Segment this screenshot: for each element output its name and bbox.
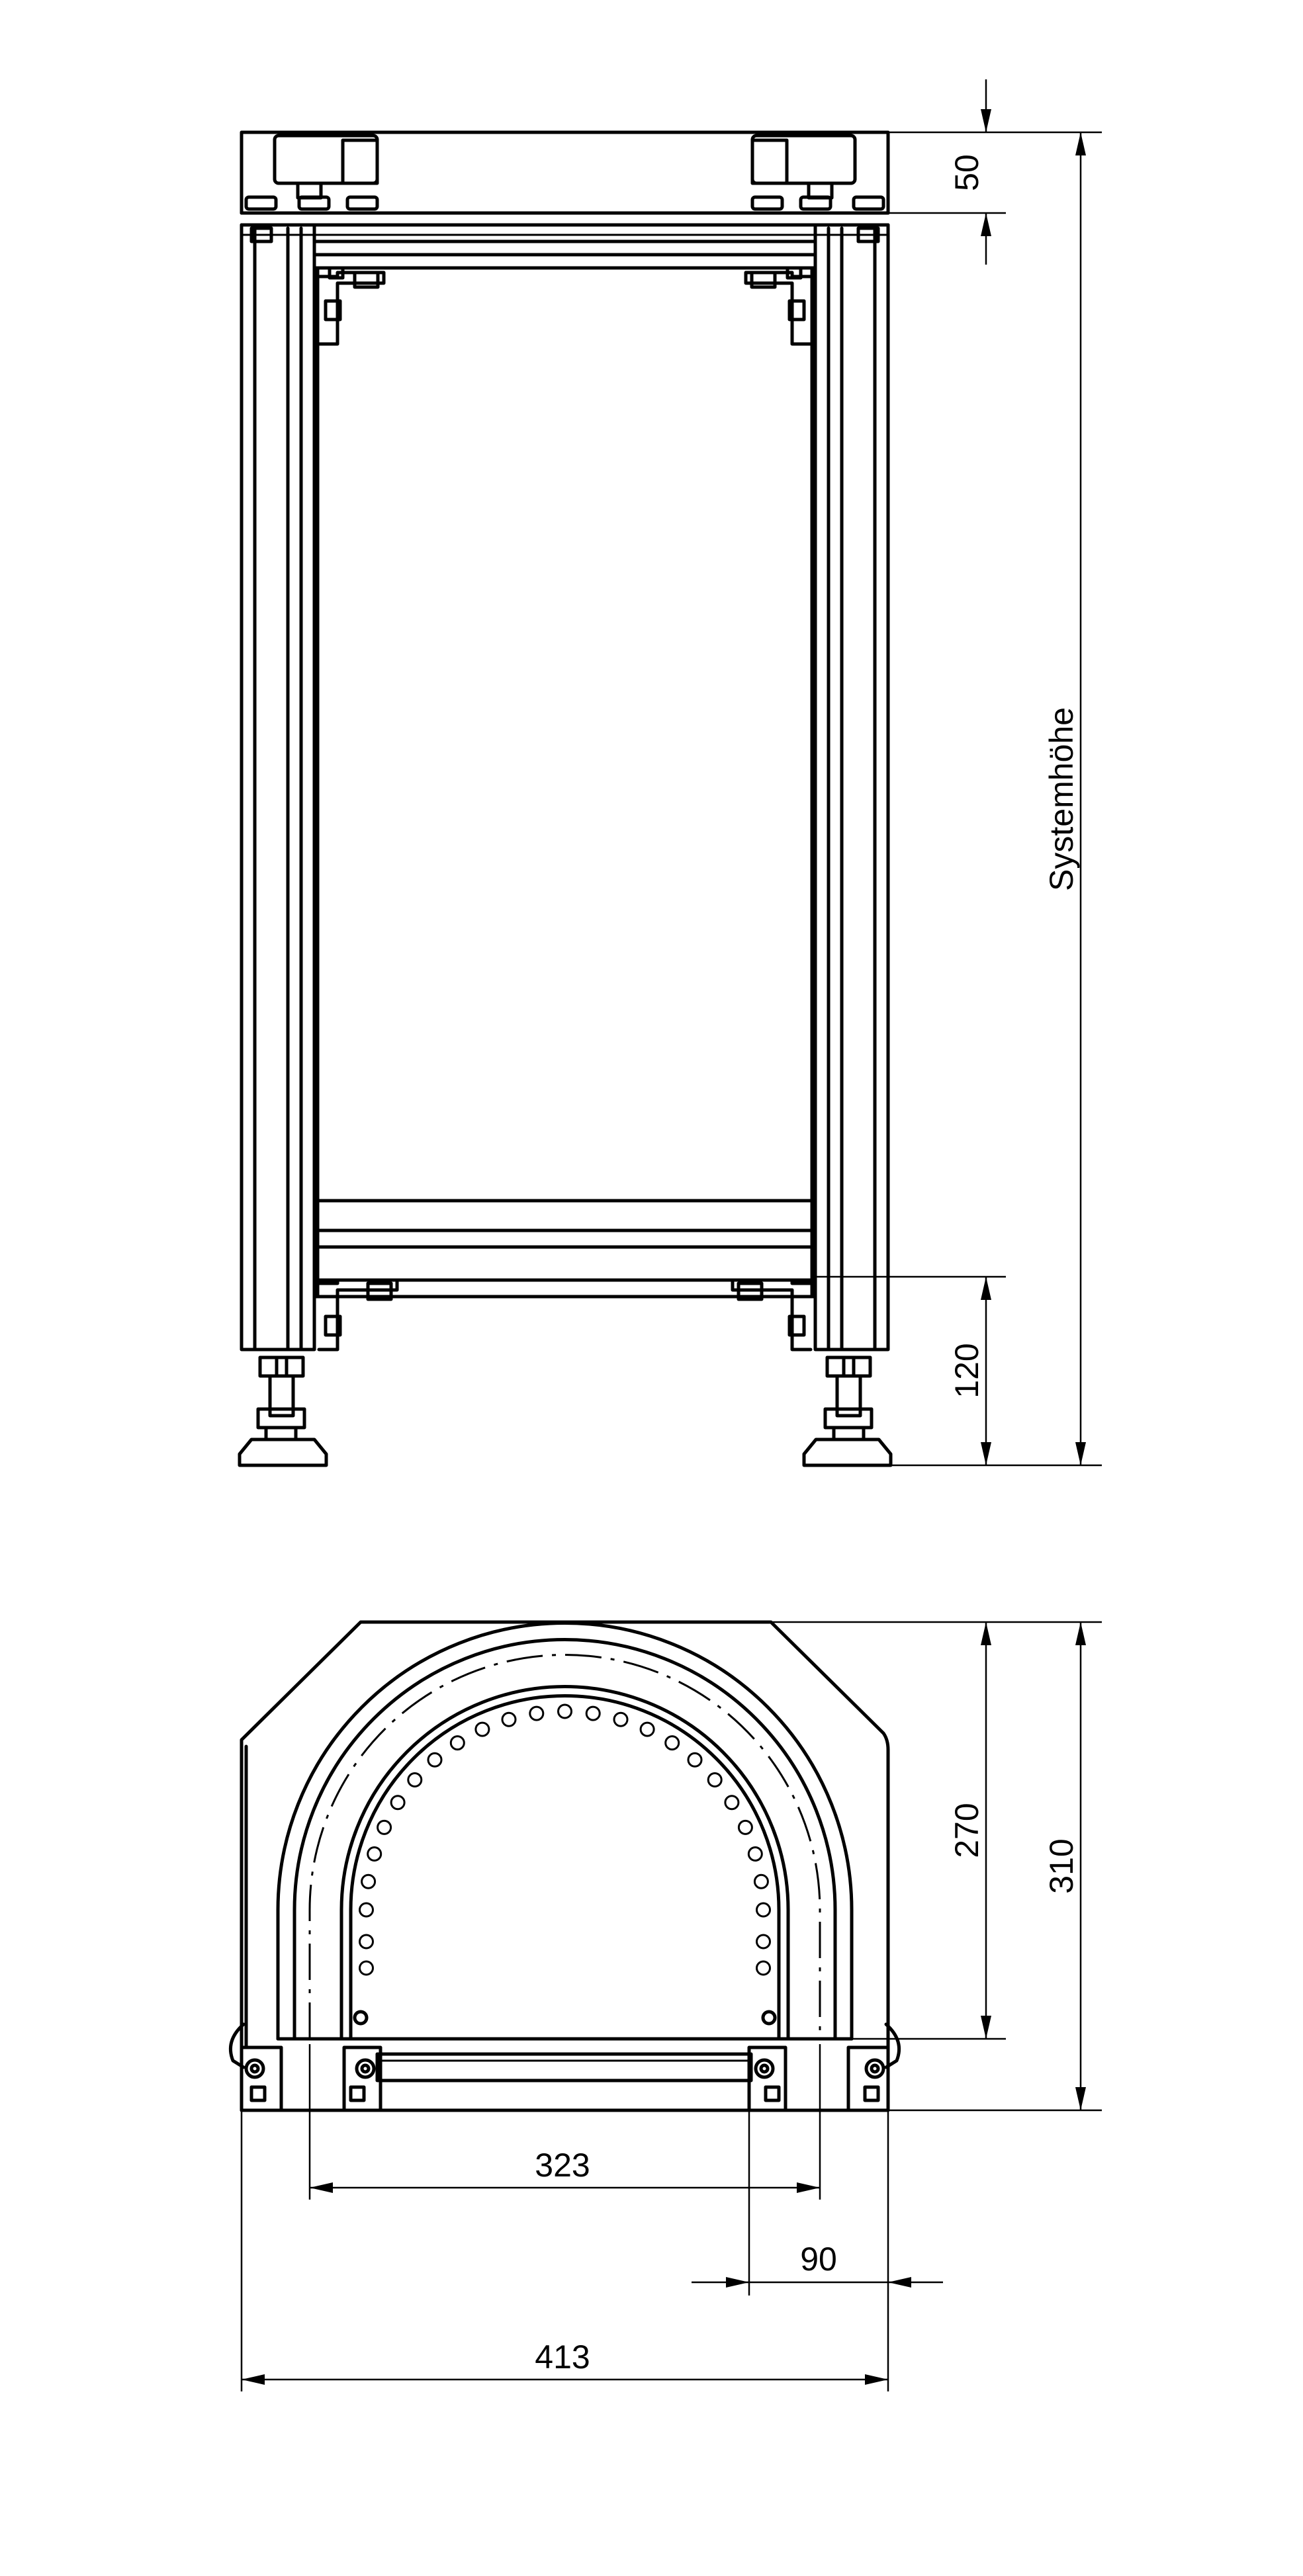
roller-left: [228, 2022, 246, 2069]
bearing-hole: [359, 1960, 374, 1976]
dim-label-323: 323: [535, 2147, 590, 2184]
bearing-hole: [753, 1873, 769, 1889]
mounting-blocks: [240, 2045, 890, 2112]
right-drive-block: [750, 134, 885, 211]
bearing-hole: [529, 1705, 545, 1721]
dim-label-270: 270: [948, 1803, 985, 1858]
right-leveling-foot: [802, 1355, 893, 1467]
screw-right: [761, 2010, 777, 2026]
bearing-hole: [377, 1819, 392, 1835]
center-line: [308, 1654, 821, 2039]
bearing-hole: [687, 1752, 703, 1768]
dim-label-413: 413: [535, 2339, 590, 2376]
bearing-hole: [449, 1735, 465, 1751]
bearing-hole: [756, 1960, 771, 1976]
bearing-hole: [737, 1819, 753, 1835]
bearing-hole: [747, 1846, 763, 1862]
bearing-holes: [359, 1703, 771, 1976]
bearing-hole: [361, 1873, 377, 1889]
screw-left: [353, 2010, 369, 2026]
left-leveling-foot: [238, 1355, 328, 1467]
bearing-hole: [359, 1934, 374, 1950]
inner-frame: [312, 239, 817, 1299]
bearing-hole: [756, 1934, 771, 1950]
bearing-hole: [707, 1772, 723, 1787]
front-view: [238, 130, 893, 1467]
outer-arc: [276, 1621, 854, 2041]
top-head-plate: [240, 130, 890, 215]
bearing-hole: [585, 1705, 601, 1721]
bearing-hole: [474, 1721, 490, 1737]
upper-brackets: [317, 271, 813, 346]
bearing-hole: [390, 1795, 406, 1811]
bearing-hole: [367, 1846, 382, 1862]
bearing-hole: [639, 1721, 655, 1737]
bearing-hole: [664, 1735, 680, 1751]
bearing-hole: [557, 1703, 572, 1719]
bearing-hole: [756, 1902, 771, 1918]
dim-label-120: 120: [948, 1343, 985, 1398]
left-drive-block: [244, 134, 379, 211]
dim-label-system-height: Systemhöhe: [1043, 707, 1080, 891]
bearing-hole: [359, 1902, 374, 1918]
top-view-dimensions: [240, 1621, 1102, 2391]
bearing-hole: [407, 1772, 423, 1787]
front-dimensions: [815, 79, 1102, 1467]
dim-label-310: 310: [1043, 1838, 1080, 1893]
bearing-hole: [724, 1795, 740, 1811]
dim-label-50: 50: [948, 154, 985, 191]
lower-brackets: [317, 1278, 813, 1352]
bearing-hole: [501, 1711, 517, 1727]
top-view: [228, 1620, 901, 2112]
right-leg-profile: [813, 223, 890, 1352]
dim-label-90: 90: [800, 2241, 837, 2278]
roller-right: [884, 2022, 901, 2069]
bearing-hole: [427, 1752, 443, 1768]
crossbar: [375, 2052, 753, 2082]
left-leg-profile: [240, 223, 316, 1352]
bearing-hole: [613, 1711, 629, 1727]
